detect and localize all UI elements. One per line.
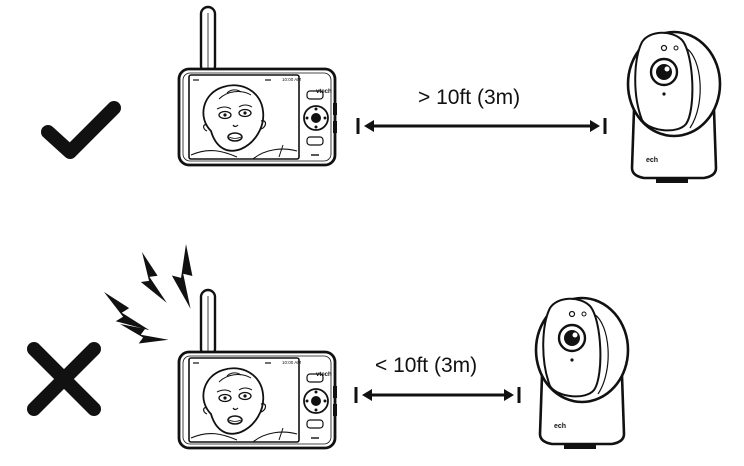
monitor-status-time: 10:00 AM [282, 77, 301, 82]
baby-camera [534, 296, 630, 451]
distance-arrow [356, 118, 607, 134]
baby-camera [626, 30, 722, 185]
camera-brand: ech [646, 157, 658, 164]
cross-icon [34, 349, 94, 409]
row-bad: vtech 10:00 AM ech [34, 244, 630, 451]
distance-arrow [354, 387, 521, 403]
parent-monitor [177, 5, 339, 167]
checkmark-icon [48, 108, 114, 152]
camera-brand: ech [554, 423, 566, 430]
monitor-brand: vtech [316, 89, 332, 95]
monitor-brand: vtech [316, 372, 332, 378]
parent-monitor [177, 288, 339, 450]
lightning-bolts-icon [104, 244, 217, 358]
monitor-status-time: 10:00 AM [282, 360, 301, 365]
distance-label-near: < 10ft (3m) [375, 354, 478, 377]
row-ok: vtech 10:00 AM ech [48, 5, 722, 185]
distance-label-far: > 10ft (3m) [418, 86, 521, 109]
